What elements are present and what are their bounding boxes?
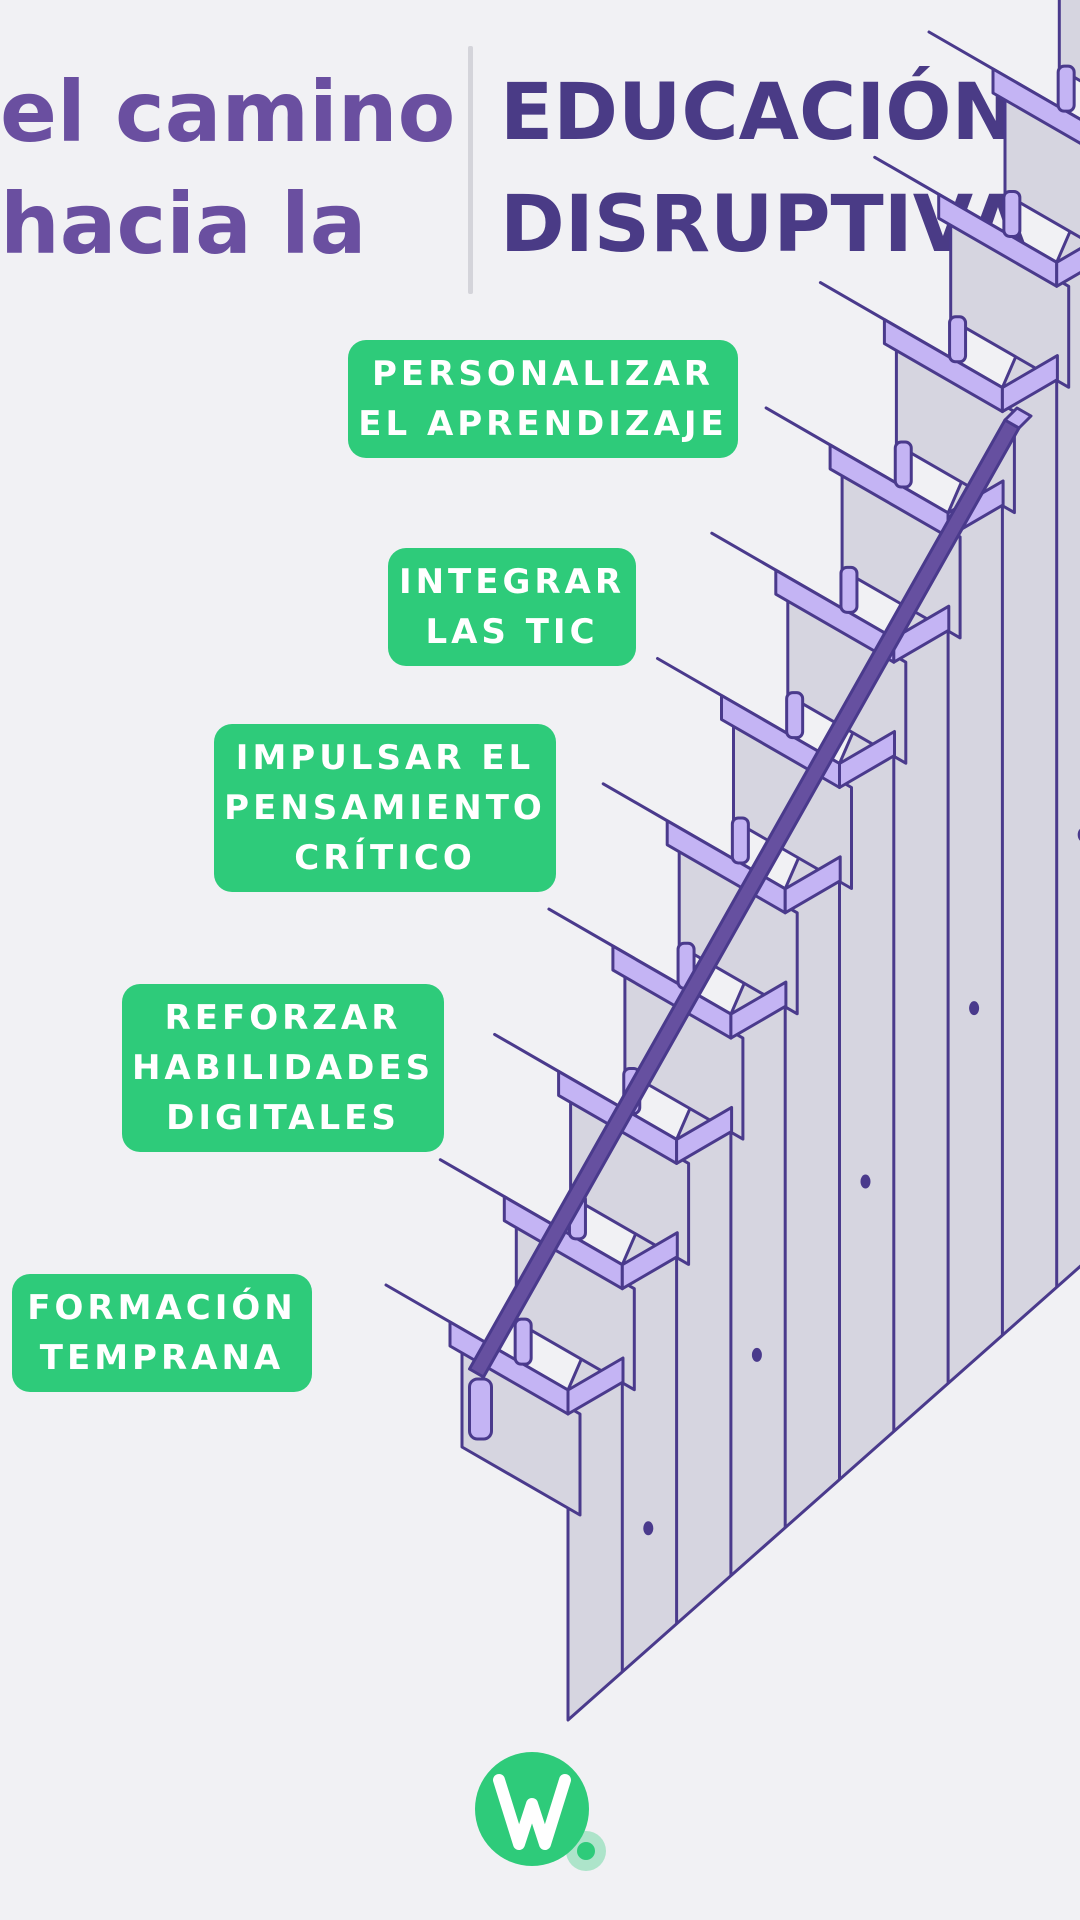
title-right-line1: EDUCACIÓN bbox=[500, 68, 1017, 158]
stair-nosing-side bbox=[620, 1231, 679, 1291]
handrail-cap bbox=[1003, 406, 1033, 430]
step-label-personalizar: PERSONALIZAR EL APRENDIZAJE bbox=[348, 340, 738, 458]
stair-nosing-side bbox=[892, 604, 951, 664]
stair-nosing-side bbox=[729, 980, 788, 1040]
step-label-line: TEMPRANA bbox=[39, 1338, 285, 1378]
wall-bolt-hole bbox=[751, 1347, 762, 1362]
step-label-line: CRÍTICO bbox=[294, 838, 476, 878]
stair-nosing-side bbox=[1055, 247, 1080, 288]
handrail-baluster bbox=[948, 315, 968, 364]
step-label-line: REFORZAR bbox=[164, 998, 402, 1038]
wall-bolt-hole bbox=[1077, 828, 1080, 841]
step-label-line: HABILIDADES bbox=[131, 1048, 435, 1088]
stair-nosing-side bbox=[566, 1356, 625, 1416]
handrail-baluster bbox=[1056, 64, 1076, 113]
step-label-line: DIGITALES bbox=[166, 1098, 400, 1138]
handrail-newel-post bbox=[468, 1377, 493, 1441]
wall-bolt-hole bbox=[969, 1001, 980, 1016]
wall-bolt-hole bbox=[643, 1521, 654, 1536]
step-label-formacion: FORMACIÓN TEMPRANA bbox=[12, 1274, 312, 1392]
step-label-line: EL APRENDIZAJE bbox=[358, 404, 728, 444]
step-label-line: LAS TIC bbox=[425, 612, 599, 652]
step-label-line: INTEGRAR bbox=[398, 562, 626, 602]
stair-nosing-side bbox=[1000, 354, 1059, 414]
title-left-line2: hacia la bbox=[0, 175, 367, 273]
stair-nosing-side bbox=[783, 855, 842, 915]
stair-nosing-front bbox=[991, 67, 1080, 145]
step-label-line: PENSAMIENTO bbox=[224, 788, 546, 828]
logo-dot bbox=[577, 1842, 595, 1860]
handrail-baluster bbox=[839, 565, 859, 614]
handrail-baluster bbox=[785, 691, 805, 740]
stair-riser bbox=[1057, 0, 1080, 83]
step-label-line: IMPULSAR EL bbox=[235, 738, 535, 778]
handrail-baluster bbox=[513, 1317, 533, 1366]
logo-w-shape bbox=[493, 1774, 571, 1850]
handrail-baluster bbox=[730, 816, 750, 865]
title-left-line1: el camino bbox=[0, 63, 456, 161]
title-divider bbox=[468, 46, 473, 294]
stair-nosing-side bbox=[675, 1105, 734, 1165]
w-logo-icon bbox=[475, 1752, 606, 1871]
handrail-baluster bbox=[893, 440, 913, 489]
stair-nosing-side bbox=[838, 730, 896, 789]
step-label-integrar: INTEGRAR LAS TIC bbox=[388, 548, 636, 666]
handrail-baluster bbox=[1002, 189, 1022, 238]
step-label-reforzar: REFORZAR HABILIDADES DIGITALES bbox=[122, 984, 444, 1152]
wall-bolt-hole bbox=[860, 1174, 871, 1189]
step-label-impulsar: IMPULSAR EL PENSAMIENTO CRÍTICO bbox=[214, 724, 556, 892]
step-label-line: PERSONALIZAR bbox=[372, 354, 714, 394]
step-label-line: FORMACIÓN bbox=[27, 1288, 297, 1328]
